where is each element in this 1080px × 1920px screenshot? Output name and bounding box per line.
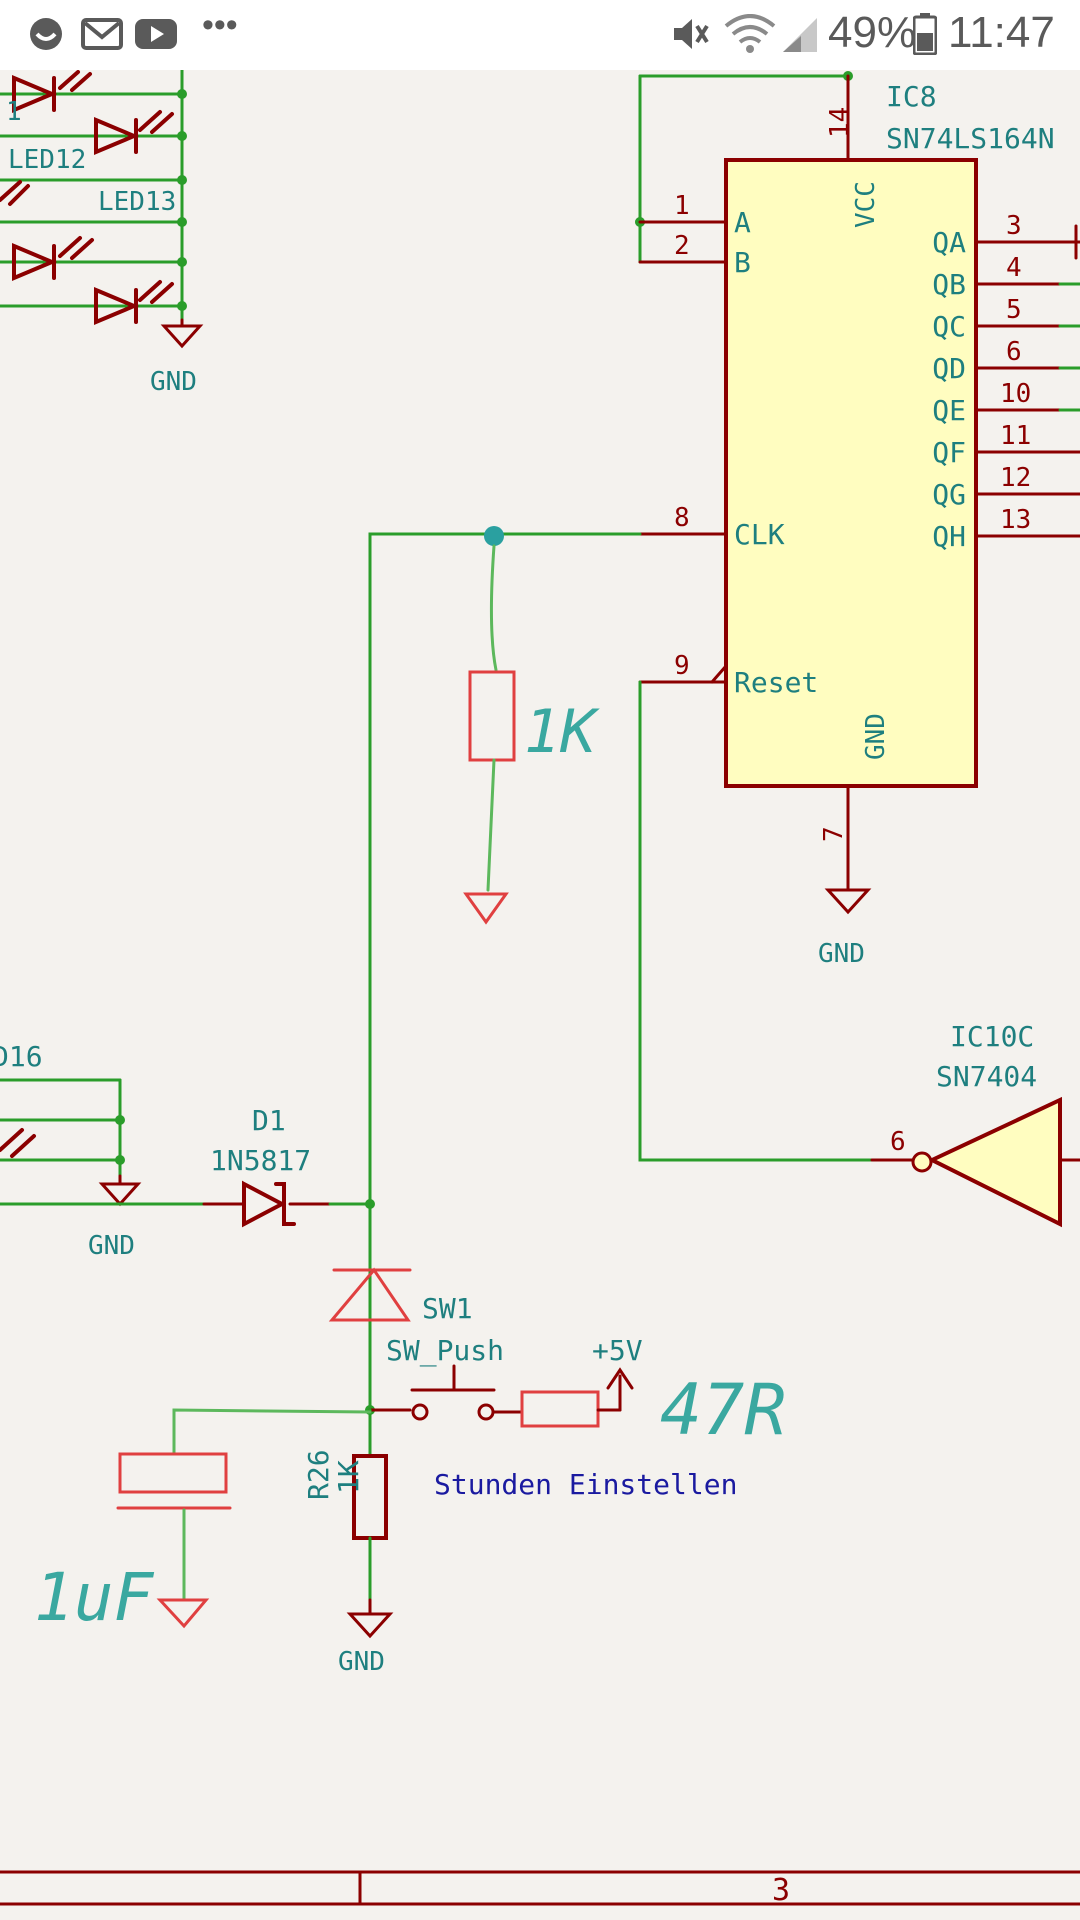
ic8-pin-a-name: A	[734, 206, 751, 239]
gnd-label-r26: GND	[338, 1647, 385, 1677]
r26-resistor: R26 1K GND	[302, 1408, 394, 1677]
gnd-label-d16: GND	[88, 1231, 135, 1261]
circle-app-icon	[26, 14, 66, 54]
ic10c-pin-number: 6	[890, 1127, 906, 1157]
gnd-label-top: GND	[150, 367, 197, 397]
r47-handwritten: +5V 47R	[520, 1334, 786, 1451]
ic8-pin-qa-name: QA	[932, 226, 966, 259]
r26-ref: R26	[302, 1449, 335, 1500]
ic8-pin-qb-name: QB	[932, 268, 966, 301]
ic8-vcc-pin-number: 14	[825, 107, 855, 138]
sw1-ref: SW1	[422, 1292, 473, 1325]
ic8-part: SN74LS164N	[886, 122, 1055, 155]
clock: 11:47	[948, 8, 1055, 57]
led-array: 1 LED12 LED13 GND	[0, 70, 204, 397]
ic8-component: 14 IC8 SN74LS164N VCC GND A B CLK Reset …	[635, 71, 1080, 969]
gnd-symbol-r26	[346, 1612, 394, 1639]
battery-percent: 49%	[828, 8, 917, 57]
ic8-pin-qd-name: QD	[932, 352, 966, 385]
gnd-symbol-top	[160, 318, 204, 349]
status-bar: ••• 49% 11:47	[0, 0, 1080, 70]
ic8-pin-qg-name: QG	[932, 478, 966, 511]
mute-icon	[668, 14, 712, 54]
led12-label: LED12	[8, 145, 86, 175]
overflow-indicator: •••	[202, 6, 238, 44]
d1-ref: D1	[252, 1104, 286, 1137]
clk-net	[368, 526, 642, 1206]
ic10c-part: SN7404	[936, 1060, 1037, 1093]
led-left-partial-label: 1	[6, 97, 22, 127]
ic8-pin-qe-name: QE	[932, 394, 966, 427]
ic8-pin-qf-name: QF	[932, 436, 966, 469]
ic10c-inverter: 6 IC10C SN7404	[890, 1020, 1080, 1228]
ic8-pin-b-number: 2	[674, 231, 690, 261]
ic8-pin-clk-number: 8	[674, 503, 690, 533]
ic8-pin-qd-number: 6	[1006, 337, 1022, 367]
youtube-icon	[134, 14, 178, 54]
ic8-pin-reset-number: 9	[674, 651, 690, 681]
reset-net	[638, 680, 916, 1162]
ic8-pin-qc-name: QC	[932, 310, 966, 343]
hand-47r-label: 47R	[660, 1369, 786, 1451]
plus5v-label: +5V	[592, 1334, 643, 1367]
sw1-switch: SW1 SW_Push	[328, 1202, 524, 1421]
r1k-handwritten: 1K	[463, 544, 600, 925]
ic8-pin-a-number: 1	[674, 191, 690, 221]
gnd-symbol-ic8	[824, 888, 872, 915]
cell-signal-icon	[780, 14, 820, 54]
led13-label: LED13	[98, 187, 176, 217]
d16-area: D16 GND	[0, 1040, 142, 1261]
ic8-pin-qb-number: 4	[1006, 253, 1022, 283]
ic8-ref: IC8	[886, 80, 937, 113]
c1uf-handwritten: 1uF	[34, 1408, 372, 1636]
sheet-number: 3	[772, 1873, 790, 1908]
gnd-symbol-d16	[98, 1182, 142, 1207]
ic8-pin-qf-number: 11	[1000, 421, 1031, 451]
ic8-pin-qh-name: QH	[932, 520, 966, 553]
ic8-pin-qh-number: 13	[1000, 505, 1031, 535]
sw1-part: SW_Push	[386, 1334, 504, 1368]
schematic-canvas: 1 LED12 LED13 GND 14 IC8 SN74LS164N VCC …	[0, 70, 1080, 1908]
ic8-gnd-label: GND	[861, 713, 891, 760]
ic8-gnd-pin-number: 7	[819, 826, 849, 842]
ic8-vcc-label: VCC	[851, 181, 881, 228]
hand-1k-label: 1K	[524, 697, 600, 767]
d1-part: 1N5817	[210, 1144, 311, 1177]
gmail-icon	[80, 14, 124, 54]
gnd-label-ic8: GND	[818, 939, 865, 969]
ic8-pin-b-name: B	[734, 246, 751, 279]
ic8-pin-clk-name: CLK	[734, 518, 785, 551]
sheet-frame: 3	[0, 1870, 1080, 1908]
hand-1uf-label: 1uF	[34, 1559, 154, 1636]
battery-icon	[912, 13, 938, 55]
ic10c-ref: IC10C	[950, 1020, 1034, 1053]
d16-label: D16	[0, 1040, 43, 1073]
note-stunden-einstellen: Stunden Einstellen	[434, 1468, 737, 1501]
wifi-icon	[724, 14, 776, 54]
ic8-pin-qa-number: 3	[1006, 211, 1022, 241]
ic8-pin-qc-number: 5	[1006, 295, 1022, 325]
r26-value: 1K	[332, 1460, 365, 1494]
ic8-pin-qe-number: 10	[1000, 379, 1031, 409]
ic8-pin-reset-name: Reset	[734, 666, 818, 699]
d1-diode: D1 1N5817	[0, 1104, 375, 1228]
ic8-pin-qg-number: 12	[1000, 463, 1031, 493]
